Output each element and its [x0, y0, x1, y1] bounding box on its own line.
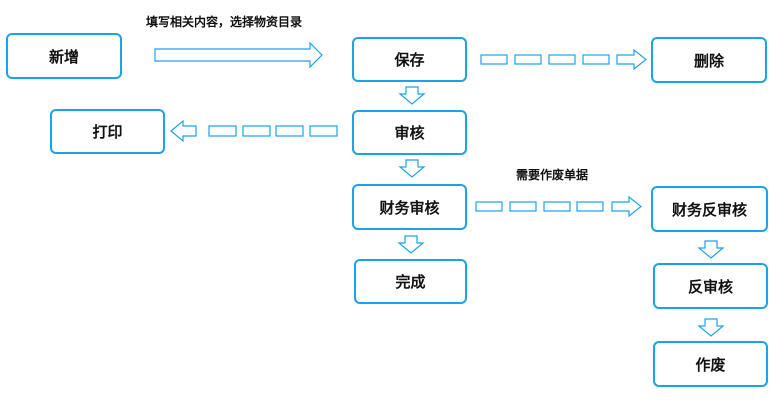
node-print: 打印 — [50, 109, 165, 154]
arrow-finance-to-reverse — [475, 195, 642, 218]
arrow-save-to-delete — [480, 48, 647, 71]
node-save: 保存 — [352, 37, 467, 82]
arrow-add-to-save — [154, 41, 323, 69]
node-complete: 完成 — [354, 259, 467, 304]
node-void: 作废 — [653, 341, 768, 387]
arrow-finance-to-complete — [397, 235, 425, 254]
edge-label-need-void: 需要作废单据 — [516, 168, 589, 182]
arrow-audit-to-finance — [398, 159, 426, 178]
node-delete: 删除 — [651, 37, 767, 83]
node-finance-reverse-audit: 财务反审核 — [651, 186, 768, 232]
node-finance-audit: 财务审核 — [352, 184, 467, 230]
arrow-audit-to-print — [170, 119, 338, 143]
node-reverse-audit: 反审核 — [653, 263, 768, 309]
arrow-save-to-audit — [398, 86, 426, 105]
edge-label-fill-content: 填写相关内容，选择物资目录 — [146, 15, 303, 29]
arrow-reverse-to-void — [697, 318, 725, 337]
arrow-reverse-finance-to-reverse — [697, 240, 725, 259]
node-audit: 审核 — [352, 110, 467, 155]
node-add: 新增 — [6, 33, 122, 79]
